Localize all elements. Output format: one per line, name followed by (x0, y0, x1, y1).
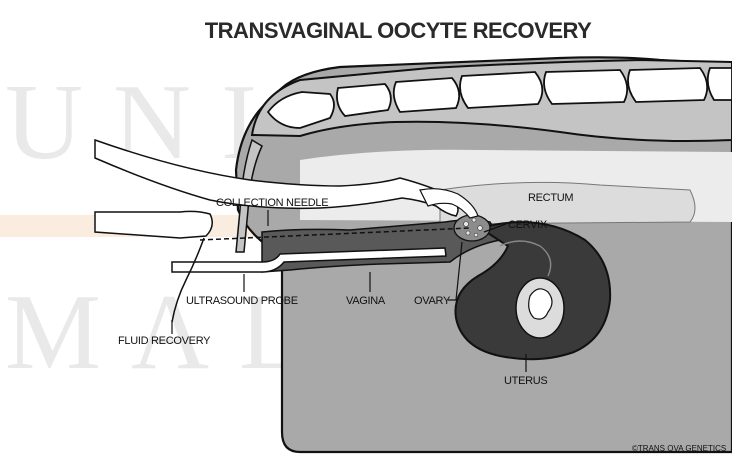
label-ovary: OVARY (414, 295, 451, 307)
label-cervix: CERVIX (508, 219, 548, 231)
label-ultrasound-probe: ULTRASOUND PROBE (186, 295, 298, 307)
label-vagina: VAGINA (346, 295, 386, 307)
label-collection-needle: COLLECTION NEEDLE (216, 197, 328, 209)
copyright-text: ©TRANS OVA GENETICS (632, 444, 726, 453)
diagram-title: TRANSVAGINAL OOCYTE RECOVERY (205, 18, 592, 43)
label-uterus: UTERUS (504, 375, 547, 387)
label-rectum: RECTUM (528, 192, 573, 204)
label-fluid-recovery: FLUID RECOVERY (118, 335, 211, 347)
